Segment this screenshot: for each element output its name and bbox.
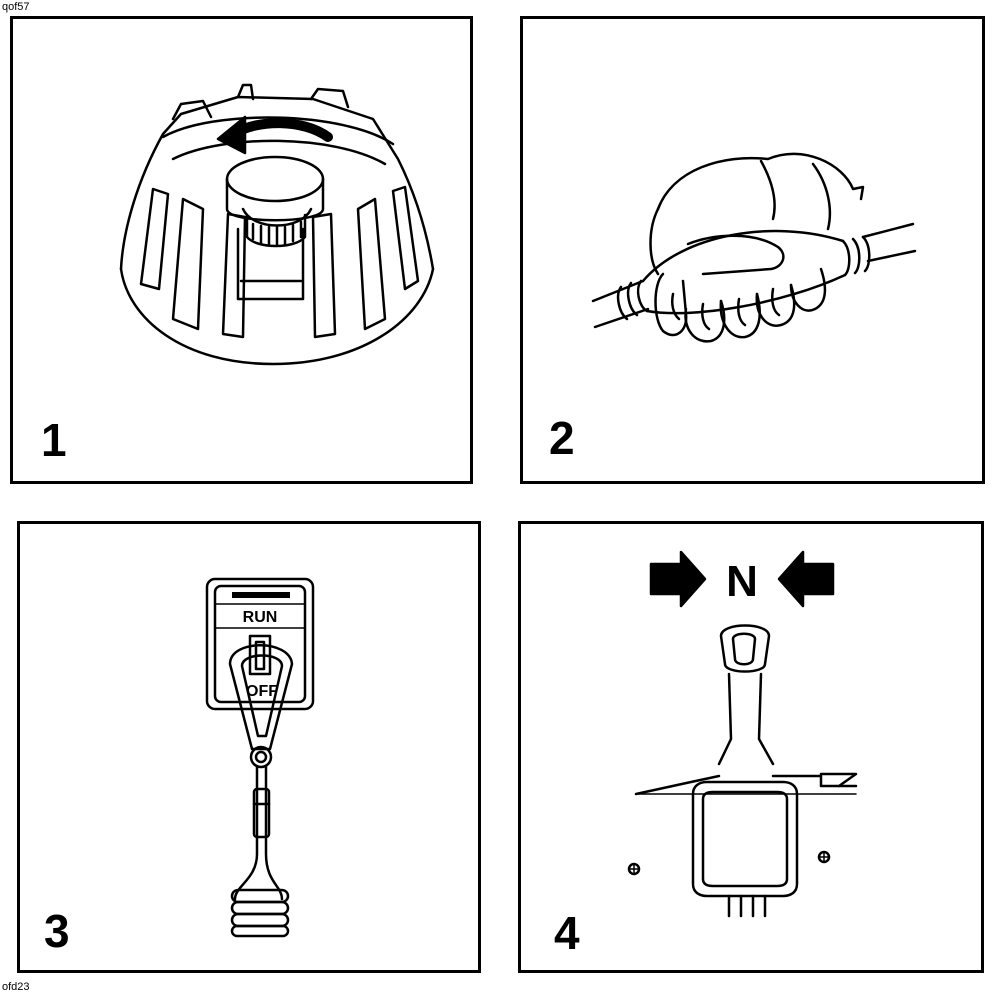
fuel-cap-icon	[119, 83, 435, 366]
step-number: 4	[554, 907, 580, 959]
figure-code-bottom: ofd23	[2, 981, 30, 993]
neutral-label: N	[726, 557, 758, 606]
step-panel-1: 1	[10, 16, 473, 484]
hand-squeezing-primer-bulb-icon	[591, 152, 917, 343]
step-number: 3	[44, 905, 70, 957]
figure-code-top: qof57	[2, 1, 30, 13]
run-label: RUN	[243, 609, 278, 626]
step-number: 2	[549, 412, 575, 464]
arrow-right-icon	[649, 550, 707, 608]
step-panel-3: RUN OFF 3	[17, 521, 481, 973]
stop-switch-icon: RUN OFF	[205, 577, 315, 938]
step-number: 1	[41, 414, 67, 466]
step-panel-2: 2	[520, 16, 985, 484]
shift-lever-icon: N	[627, 550, 858, 918]
step-panel-4: N 4	[518, 521, 984, 973]
off-label: OFF	[246, 683, 278, 700]
arrow-left-icon	[777, 550, 835, 608]
